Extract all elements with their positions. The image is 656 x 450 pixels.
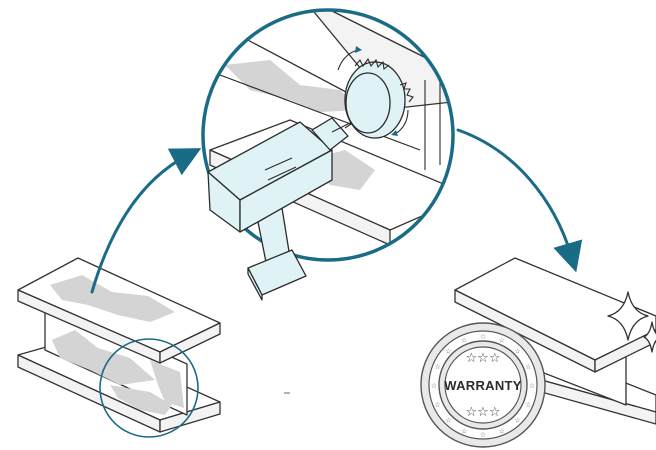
corrosion-patch	[110, 385, 172, 415]
magnifier-circle-icon	[99, 338, 199, 438]
svg-text:☆☆☆: ☆☆☆	[466, 405, 501, 420]
sparkle-icon	[607, 291, 649, 341]
warranty-label: WARRANTY	[444, 378, 522, 393]
sparkle-icon	[643, 321, 656, 353]
star-cluster-bottom: ☆☆☆	[466, 405, 501, 420]
zoom-ring	[201, 8, 455, 262]
hole-saw-icon	[337, 46, 414, 139]
seal-star-icon: ☆	[480, 333, 486, 341]
curved-arrow-icon	[90, 148, 202, 294]
warranty-seal-icon: ☆☆☆☆☆☆☆☆☆☆☆☆☆☆☆☆ ☆☆☆ ☆☆☆ WARRANTY	[420, 322, 546, 448]
seal-star-icon: ☆	[525, 401, 531, 409]
curved-arrow-icon	[456, 128, 583, 273]
star-cluster-top: ☆☆☆	[466, 351, 501, 366]
svg-text:☆☆☆: ☆☆☆	[466, 351, 501, 366]
seal-star-icon: ☆	[445, 347, 451, 355]
seal-star-icon: ☆	[514, 347, 520, 355]
seal-star-icon: ☆	[431, 382, 437, 390]
seal-star-ring: ☆☆☆☆☆☆☆☆☆☆☆☆☆☆☆☆	[431, 333, 535, 439]
beam-top-flange	[454, 257, 656, 373]
power-drill-icon	[207, 117, 361, 301]
seal-star-icon: ☆	[435, 401, 441, 409]
seal-star-icon: ☆	[499, 427, 505, 435]
seal-star-icon: ☆	[529, 382, 535, 390]
seal-star-icon: ☆	[480, 431, 486, 439]
seal-star-icon: ☆	[435, 363, 441, 371]
seal-star-icon: ☆	[445, 417, 451, 425]
corroded-beam	[17, 257, 221, 433]
seal-star-icon: ☆	[525, 363, 531, 371]
seal-star-icon: ☆	[514, 417, 520, 425]
seal-star-icon: ☆	[499, 337, 505, 345]
seal-star-icon: ☆	[461, 337, 467, 345]
seal-star-icon: ☆	[461, 427, 467, 435]
